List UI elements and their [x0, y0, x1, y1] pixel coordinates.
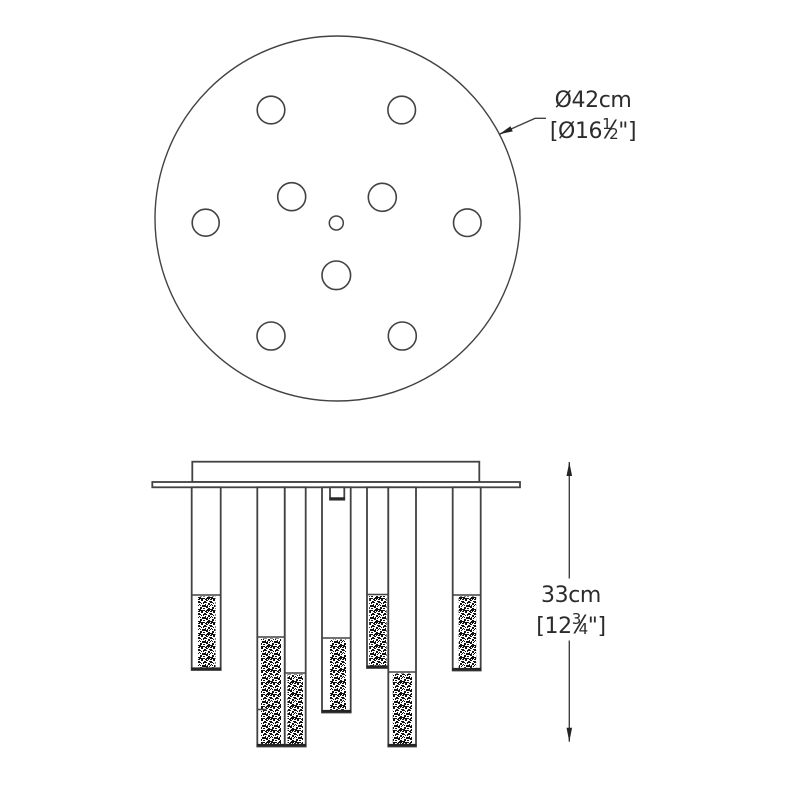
- center-hole: [328, 215, 345, 231]
- crystal-stipple: [287, 674, 303, 744]
- diameter-fraction: 1⁄2: [602, 115, 619, 144]
- fraction-slash: ⁄: [577, 610, 582, 639]
- light-rod: [283, 486, 307, 748]
- diameter-dimension-label: Ø42cm [Ø161⁄2"]: [541, 85, 645, 147]
- rod-end-cap: [387, 743, 417, 747]
- arrowhead: [566, 462, 573, 476]
- crystal-stipple: [198, 596, 216, 668]
- light-rod: [387, 486, 417, 748]
- height-metric-value: 33cm: [541, 583, 601, 608]
- mounting-hole: [452, 208, 482, 238]
- height-imperial-value: [123⁄4"]: [519, 611, 623, 642]
- light-rod: [321, 486, 352, 714]
- rod-end-cap: [366, 665, 389, 668]
- diameter-metric-value: Ø42cm: [554, 88, 632, 113]
- crystal-stipple: [369, 596, 387, 666]
- center-stub-end-cap: [329, 497, 345, 500]
- crystal-stipple: [330, 639, 346, 710]
- height-fraction: 3⁄4: [571, 610, 589, 639]
- mounting-hole: [387, 321, 418, 351]
- crystal-stipple: [261, 638, 281, 744]
- light-rod: [190, 486, 222, 671]
- light-rod: [451, 486, 482, 672]
- diameter-imperial-suffix: "]: [618, 119, 637, 144]
- mounting-hole: [256, 321, 286, 351]
- mounting-hole: [387, 95, 417, 125]
- crystal-stipple: [458, 596, 477, 668]
- height-dimension-label: 33cm [123⁄4"]: [519, 580, 623, 642]
- dimension-annotations: [499, 117, 573, 742]
- arrowhead: [499, 126, 513, 135]
- light-rod: [366, 486, 390, 669]
- light-rod: [256, 486, 286, 748]
- rod-end-cap: [191, 667, 222, 670]
- top-view: [154, 35, 521, 402]
- rod-end-cap: [321, 709, 352, 713]
- mounting-hole: [191, 208, 220, 237]
- arrowhead: [566, 727, 573, 742]
- side-view: [151, 460, 521, 748]
- height-imperial-suffix: "]: [587, 614, 606, 639]
- mounting-box: [191, 460, 481, 483]
- canopy-outline-circle: [154, 35, 521, 402]
- rod-end-cap: [452, 667, 482, 671]
- mounting-hole: [367, 182, 398, 213]
- crystal-stipple: [392, 673, 412, 744]
- mounting-hole: [321, 260, 352, 291]
- diameter-imperial-prefix: [Ø16: [549, 119, 603, 144]
- height-imperial-prefix: [12: [536, 614, 572, 639]
- mounting-hole: [256, 95, 286, 125]
- diameter-imperial-value: [Ø161⁄2"]: [541, 116, 645, 147]
- mounting-hole: [276, 181, 307, 212]
- fraction-slash: ⁄: [608, 115, 613, 144]
- rod-end-cap: [256, 743, 286, 747]
- rod-end-cap: [284, 743, 307, 747]
